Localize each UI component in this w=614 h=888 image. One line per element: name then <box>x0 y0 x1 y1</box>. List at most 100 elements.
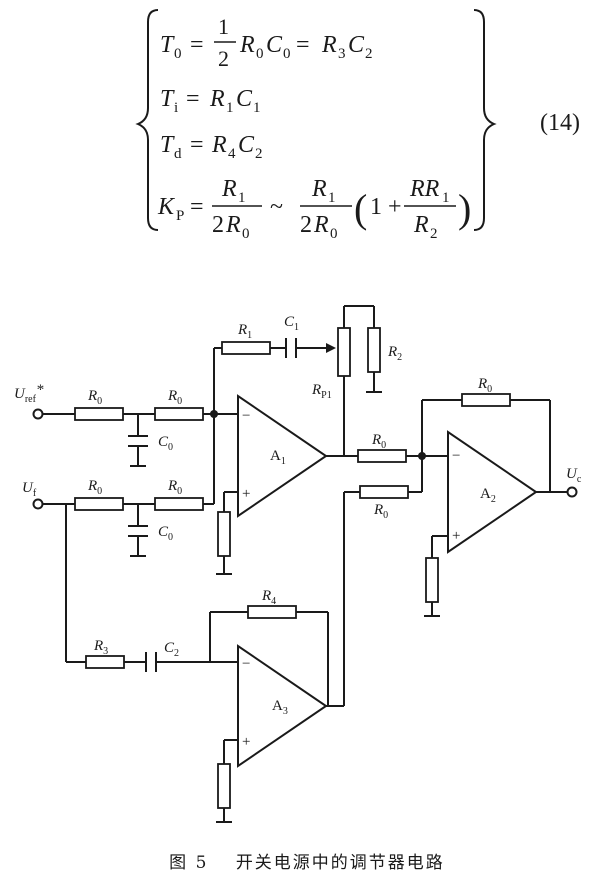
svg-text:−: − <box>242 656 250 672</box>
svg-text:+: + <box>242 734 250 750</box>
svg-text:C: C <box>238 132 255 158</box>
capacitor-c1 <box>285 338 297 358</box>
resistor-r0-a2-in-2 <box>359 485 409 499</box>
left-brace <box>135 9 159 231</box>
svg-text:C0: C0 <box>158 524 173 543</box>
resistor-a3-plus <box>217 763 231 809</box>
svg-text:): ) <box>458 186 471 231</box>
svg-text:1: 1 <box>238 190 246 206</box>
svg-text:2: 2 <box>430 226 438 242</box>
svg-text:R: R <box>225 212 241 238</box>
svg-text:R: R <box>413 212 429 238</box>
svg-text:1: 1 <box>442 190 450 206</box>
svg-text:+: + <box>242 486 250 502</box>
svg-text:=: = <box>186 86 200 112</box>
right-brace <box>473 9 497 231</box>
potentiometer-wiper-arrow <box>326 343 336 353</box>
resistor-r3 <box>85 655 125 669</box>
resistor-r4 <box>247 605 297 619</box>
resistor-r0-a2-in-1 <box>357 449 407 463</box>
svg-text:+: + <box>452 528 460 544</box>
svg-text:R0: R0 <box>87 478 102 497</box>
svg-text:R: R <box>313 212 329 238</box>
svg-text:R: R <box>311 176 327 202</box>
svg-text:T: T <box>160 132 175 158</box>
junction-a2-sum <box>418 452 426 460</box>
svg-text:R: R <box>209 86 225 112</box>
svg-text:RR: RR <box>409 176 440 202</box>
svg-text:R2: R2 <box>387 344 402 363</box>
figure-number: 图 5 <box>169 853 209 873</box>
resistor-r1 <box>221 341 271 355</box>
svg-text:C0: C0 <box>158 434 173 453</box>
svg-text:−: − <box>452 448 460 464</box>
resistor-r0-a2-feedback <box>461 393 511 407</box>
equation-number: (14) <box>540 110 580 136</box>
capacitor-c0-bottom <box>128 525 148 557</box>
opamp-a3 <box>237 644 328 768</box>
svg-text:R0: R0 <box>167 478 182 497</box>
svg-text:C: C <box>348 32 365 58</box>
resistor-r0-uf-2 <box>154 497 204 511</box>
svg-text:0: 0 <box>330 226 338 242</box>
svg-text:0: 0 <box>283 46 291 62</box>
svg-text:R0: R0 <box>167 388 182 407</box>
svg-text:R0: R0 <box>371 432 386 451</box>
svg-text:4: 4 <box>228 146 236 162</box>
resistor-r0-uf-1 <box>74 497 124 511</box>
resistor-r2 <box>367 327 381 373</box>
svg-text:C1: C1 <box>284 314 299 333</box>
svg-text:3: 3 <box>338 46 346 62</box>
resistor-a1-plus <box>217 511 231 557</box>
terminal-uf <box>32 498 44 510</box>
svg-text:T: T <box>160 86 175 112</box>
svg-text:R0: R0 <box>477 376 492 395</box>
svg-text:1: 1 <box>218 14 229 39</box>
label-uc: Uc <box>566 466 582 485</box>
svg-text:R: R <box>321 32 337 58</box>
svg-text:R: R <box>221 176 237 202</box>
label-a2: A2 <box>480 486 496 505</box>
label-a1: A1 <box>270 448 286 467</box>
label-uf: Uf <box>22 480 37 499</box>
svg-text:R0: R0 <box>373 502 388 521</box>
svg-text:T: T <box>160 32 175 58</box>
opamp-a2 <box>447 430 538 554</box>
svg-text:=: = <box>190 132 204 158</box>
svg-text:2: 2 <box>300 212 312 238</box>
svg-text:R1: R1 <box>237 322 252 341</box>
potentiometer-rp1 <box>337 327 351 377</box>
svg-text:=: = <box>296 32 310 58</box>
svg-text:C2: C2 <box>164 640 179 659</box>
resistor-r0-uref-1 <box>74 407 124 421</box>
svg-text:~: ~ <box>270 194 283 220</box>
figure-title: 开关电源中的调节器电路 <box>235 853 445 873</box>
svg-text:2: 2 <box>212 212 224 238</box>
svg-text:C: C <box>266 32 283 58</box>
terminal-uref <box>32 408 44 420</box>
figure-caption: 图 5 开关电源中的调节器电路 <box>0 848 614 873</box>
svg-text:=: = <box>190 194 204 220</box>
svg-text:d: d <box>174 146 182 162</box>
svg-text:1 +: 1 + <box>370 194 402 220</box>
regulator-circuit-diagram: − + − + − + Uref* Uf Uc R0 R0 R0 R0 C0 C… <box>14 305 582 823</box>
circuit-labels: Uref* Uf Uc R0 R0 R0 R0 C0 C0 R1 C1 RP1 … <box>14 314 582 659</box>
svg-text:(: ( <box>354 186 367 231</box>
svg-text:R4: R4 <box>261 588 276 607</box>
resistor-r0-uref-2 <box>154 407 204 421</box>
svg-text:2: 2 <box>255 146 263 162</box>
label-a3: A3 <box>272 698 288 717</box>
svg-text:R: R <box>211 132 227 158</box>
opamp-a1 <box>237 394 328 518</box>
svg-text:P: P <box>176 208 184 224</box>
capacitor-c2 <box>145 652 157 672</box>
terminal-uc <box>566 486 578 498</box>
svg-text:R: R <box>239 32 255 58</box>
svg-text:1: 1 <box>328 190 336 206</box>
resistor-a2-plus <box>425 557 439 603</box>
svg-text:0: 0 <box>174 46 182 62</box>
